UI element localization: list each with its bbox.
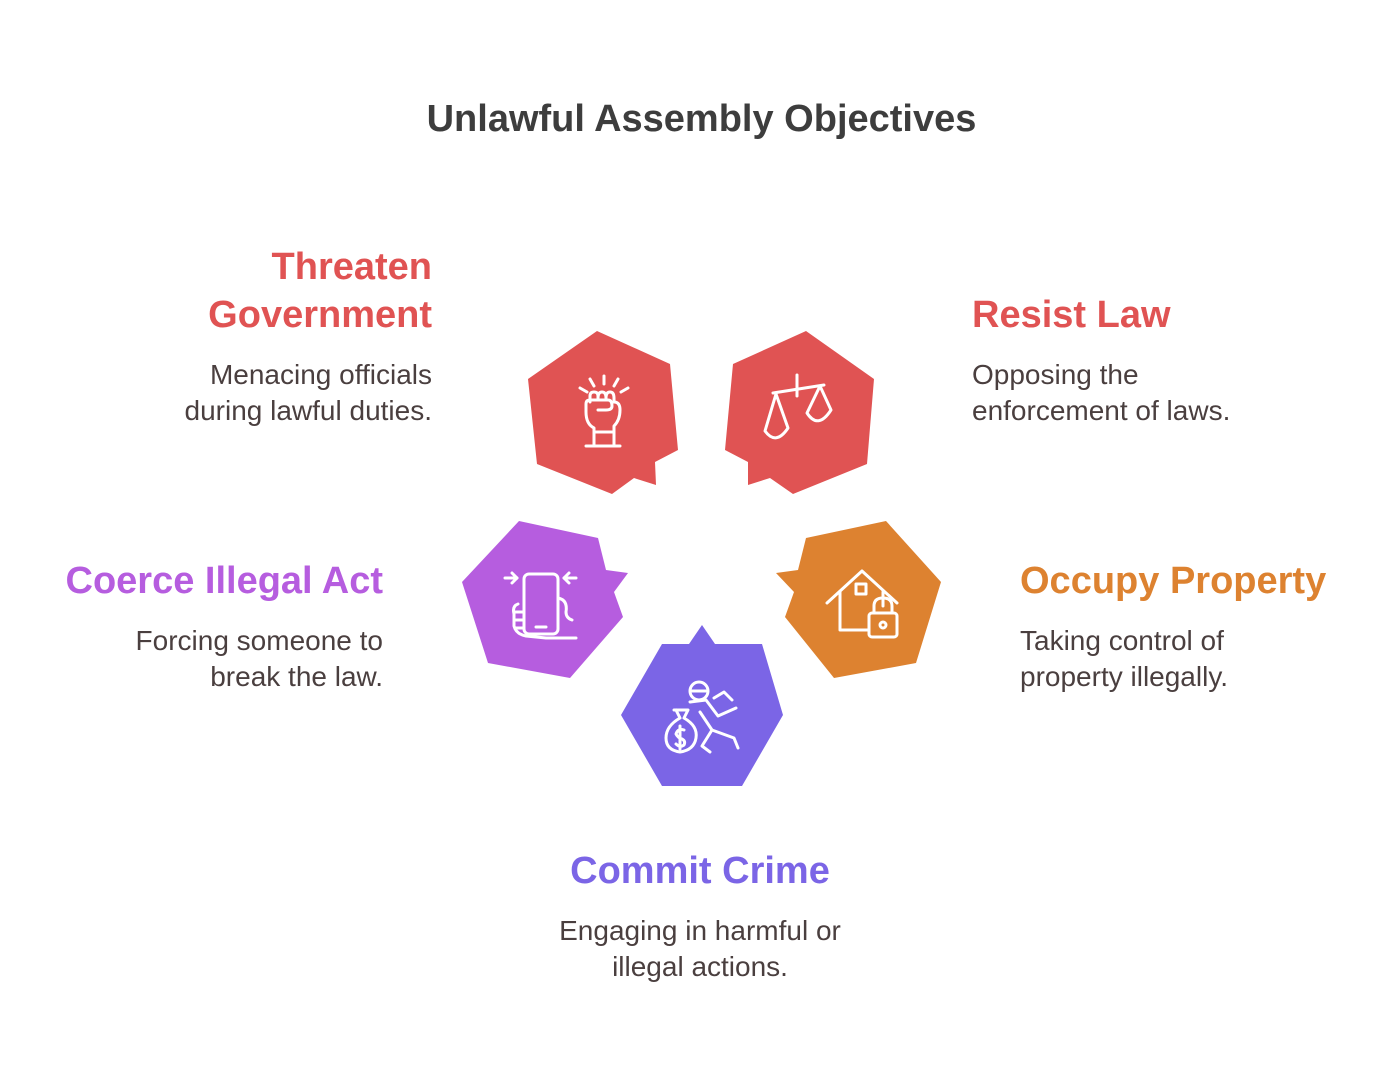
coerce-illegal-act-heading: Coerce Illegal Act [65,560,384,602]
commit-crime-heading: Commit Crime [570,850,830,892]
coerce-desc-line2: break the law. [210,661,383,692]
threaten-heading-line1: Threaten [271,246,432,288]
coerce-shape [462,521,628,678]
page-title: Unlawful Assembly Objectives [426,98,977,140]
resist-desc-line2: enforcement of laws. [972,395,1231,426]
resist-law-heading: Resist Law [972,294,1171,336]
crime-shape [621,625,783,786]
occupy-desc-line1: Taking control of [1020,625,1224,656]
occupy-property-description: Taking control of property illegally. [1020,623,1360,695]
crime-desc-line1: Engaging in harmful or [559,915,841,946]
coerce-illegal-act-block: Coerce Illegal Act Forcing someone to br… [40,557,384,695]
crime-desc-line2: illegal actions. [612,951,788,982]
hand-phone-icon [503,571,578,640]
threaten-government-block: Threaten Government Menacing officials d… [100,243,432,429]
commit-crime-block: Commit Crime Engaging in harmful or ille… [500,847,900,985]
threaten-desc-line1: Menacing officials [209,359,432,390]
occupy-property-block: Occupy Property Taking control of proper… [1020,557,1360,695]
coerce-illegal-act-description: Forcing someone to break the law. [40,623,383,695]
threaten-desc-line2: during lawful duties. [184,395,432,426]
raised-fist-icon [578,374,630,448]
coerce-desc-line1: Forcing someone to [135,625,383,656]
robber-money-icon [664,680,740,754]
resist-law-description: Opposing the enforcement of laws. [972,357,1332,429]
occupy-property-heading: Occupy Property [1020,560,1327,602]
threaten-heading-line2: Government [208,294,432,336]
threaten-shape [528,331,678,494]
resist-desc-line1: Opposing the [972,359,1139,390]
resist-shape [725,331,874,494]
threaten-government-heading: Threaten Government [100,243,432,339]
threaten-government-description: Menacing officials during lawful duties. [100,357,432,429]
occupy-shape [776,521,941,678]
occupy-desc-line2: property illegally. [1020,661,1229,692]
resist-law-block: Resist Law Opposing the enforcement of l… [972,291,1332,429]
house-lock-icon [825,569,899,639]
scales-icon [763,373,833,440]
commit-crime-description: Engaging in harmful or illegal actions. [500,913,900,985]
